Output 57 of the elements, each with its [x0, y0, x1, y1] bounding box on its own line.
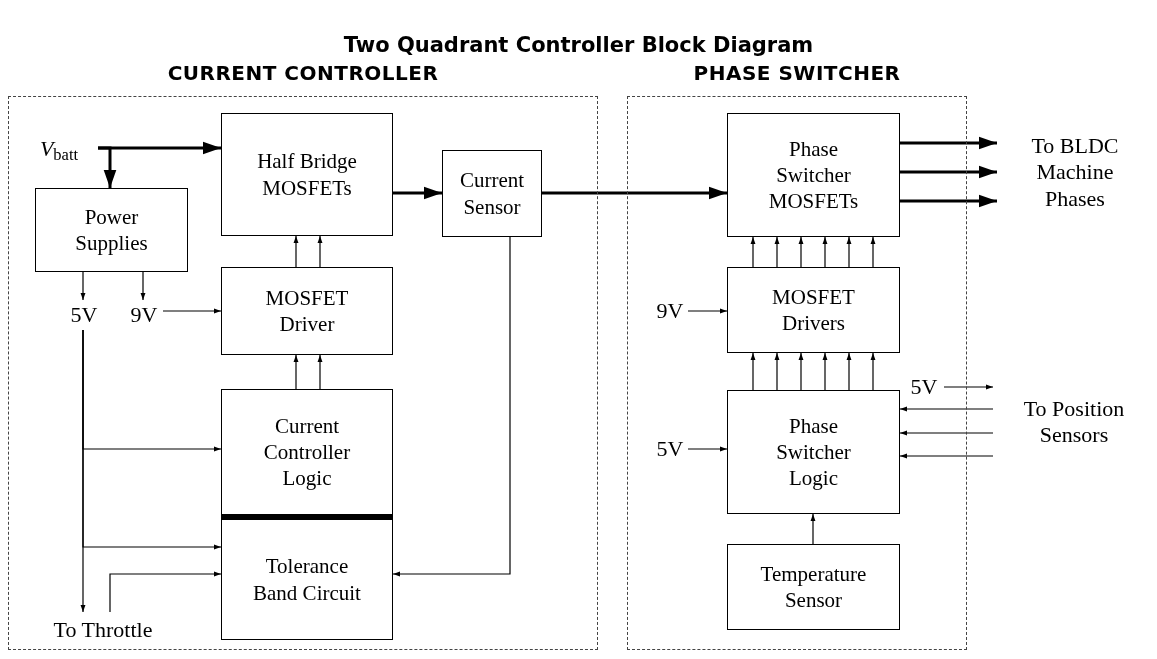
arrow [899, 406, 994, 412]
block-box: Half Bridge MOSFETs [221, 113, 393, 236]
arrow [870, 236, 876, 268]
block-box: Current Sensor [442, 150, 542, 237]
signal-label: V$_{batt}$ [20, 132, 98, 166]
block-box: Temperature Sensor [727, 544, 900, 630]
signal-label: 9V [125, 300, 163, 330]
arrow [846, 352, 852, 391]
arrow [822, 352, 828, 391]
arrow [774, 236, 780, 268]
arrow [98, 146, 117, 188]
signal-label: 5V [904, 372, 944, 402]
arrow [140, 271, 146, 301]
signal-label: To Position Sensors [993, 378, 1155, 462]
arrow [80, 329, 86, 613]
arrow [750, 236, 756, 268]
arrow [870, 352, 876, 391]
signal-label: To Throttle [20, 612, 186, 648]
block-box: MOSFET Drivers [727, 267, 900, 353]
block-box: Power Supplies [35, 188, 188, 272]
arrow [392, 236, 511, 577]
section-heading: PHASE SWITCHER [692, 60, 902, 87]
signal-label: 9V [652, 296, 688, 326]
arrow [774, 352, 780, 391]
block-box: Phase Switcher Logic [727, 390, 900, 514]
signal-label: To BLDC Machine Phases [997, 125, 1153, 220]
arrow [943, 384, 994, 390]
arrow [798, 352, 804, 391]
signal-label: 5V [66, 300, 102, 330]
arrow [798, 236, 804, 268]
arrow [542, 186, 727, 200]
arrow [900, 165, 997, 179]
arrow [899, 430, 994, 436]
arrow [393, 186, 442, 200]
signal-label: 5V [652, 434, 688, 464]
arrow [822, 236, 828, 268]
block-box: Tolerance Band Circuit [221, 515, 393, 640]
arrow [900, 136, 997, 150]
arrow [687, 308, 728, 314]
arrow [293, 354, 299, 390]
section-heading: CURRENT CONTROLLER [166, 60, 440, 87]
arrow [900, 194, 997, 208]
arrow [109, 571, 222, 613]
arrow [293, 235, 299, 268]
block-box: Current Controller Logic [221, 389, 393, 515]
arrow [317, 354, 323, 390]
arrow [162, 308, 222, 314]
arrow [899, 453, 994, 459]
arrow [846, 236, 852, 268]
block-box: MOSFET Driver [221, 267, 393, 355]
arrow [687, 446, 728, 452]
block-box: Phase Switcher MOSFETs [727, 113, 900, 237]
arrow [317, 235, 323, 268]
arrow [810, 513, 816, 545]
diagram-title: Two Quadrant Controller Block Diagram [342, 32, 815, 59]
arrow [750, 352, 756, 391]
arrow [80, 271, 86, 301]
